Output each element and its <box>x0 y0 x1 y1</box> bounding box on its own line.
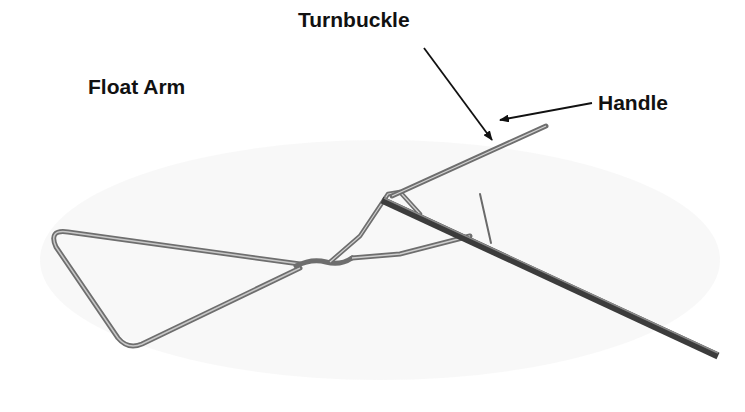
leader-line <box>500 103 592 120</box>
part-label: Handle <box>598 91 668 115</box>
part-label: Float Arm <box>88 75 185 99</box>
part-label: Turnbuckle <box>298 8 410 32</box>
leader-line <box>424 48 492 140</box>
